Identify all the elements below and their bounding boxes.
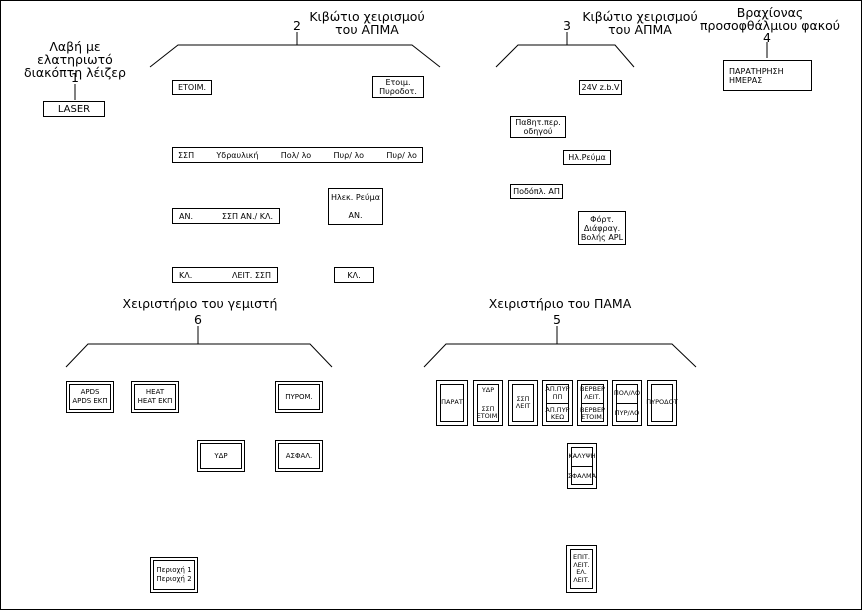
pyrodot-button[interactable]: ΠΥΡΟΔΟΤ	[646, 380, 678, 426]
ssp-row-label-3[interactable]: Πολ/ λο	[280, 150, 312, 160]
bracket-5	[423, 343, 697, 368]
epit-label-2: ΛΕΙΤ.	[573, 560, 590, 569]
ap-top-label-2: ΠΠ	[552, 392, 563, 401]
paratirisi-imeras-button[interactable]: ΠΑΡΑΤΗΡΗΣΗ ΗΜΕΡΑΣ	[723, 60, 812, 91]
heat-button[interactable]: HEAT HEAT ΕΚΠ	[131, 381, 179, 413]
berber-top-label-1: ΒΕΡΒΕΡ	[580, 385, 605, 393]
etoim-pyrodot-label-1: Ετοιμ.	[385, 78, 411, 87]
pyrom-button[interactable]: ΠΥΡΟΜ.	[275, 381, 323, 413]
parat-label: ΠΑΡΑΤ	[441, 398, 463, 407]
pasth-label-2: οδηγού	[523, 127, 553, 136]
leit-ssp-label: ΛΕΙΤ. ΣΣΠ	[232, 270, 271, 280]
number-5: 5	[553, 312, 561, 327]
number-2: 2	[293, 18, 301, 33]
heat-label-1: HEAT	[145, 388, 165, 396]
heading-4: Βραχίονας προσοφθάλμιου φακού	[700, 5, 840, 33]
berber-top-label-2: ΛΕΙΤ.	[584, 392, 601, 401]
ssp-row-label-5[interactable]: Πυρ/ λο	[386, 150, 417, 160]
kl-button[interactable]: ΚΛ.	[334, 267, 374, 283]
apds-button[interactable]: APDS APDS ΕΚΠ	[66, 381, 114, 413]
ydr-ssp-button[interactable]: ΥΔΡ ΣΣΠ ΕΤΟΙΜ.	[473, 380, 503, 426]
epit-label-3: ΕΛ.	[576, 568, 587, 576]
an-label: ΑΝ.	[179, 211, 193, 221]
ssp-row-label-2[interactable]: Υδραυλική	[216, 150, 259, 160]
fort-label-1: Φόρτ.	[590, 214, 614, 224]
ydr-button[interactable]: ΥΔΡ	[197, 440, 245, 472]
pyr-label: ΠΥΡ/ΛΟ	[614, 409, 640, 418]
paratirisi-label: ΠΑΡΑΤΗΡΗΣΗ	[729, 66, 784, 76]
number-3: 3	[563, 18, 571, 33]
ap-pyr-button[interactable]: ΑΠ.ΠΥΡ ΠΠ ΑΠ.ΠΥΡ ΚΕΩ	[542, 380, 573, 426]
apds-label-1: APDS	[80, 388, 100, 396]
pasth-label-1: Πα8ητ.περ.	[515, 118, 561, 127]
berber-button[interactable]: ΒΕΡΒΕΡ ΛΕΙΤ. ΒΕΡΒΕΡ ΕΤΟΙΜ.	[577, 380, 608, 426]
heading-1: Λαβή με ελατηριωτό διακόπτη λέιζερ	[24, 39, 126, 80]
number-1: 1	[71, 70, 79, 85]
fort-diafrag-button[interactable]: Φόρτ. Διάφραγ. Βολής APL	[578, 211, 626, 245]
ap-bot-label-2: ΚΕΩ	[550, 413, 565, 421]
heat-label-2: HEAT ΕΚΠ	[137, 397, 173, 405]
etoim-button[interactable]: ΕΤΟΙΜ.	[172, 80, 212, 95]
ssp-row-label-4[interactable]: Πυρ/ λο	[333, 150, 365, 160]
berber-bot-label-1: ΒΕΡΒΕΡ	[580, 405, 605, 414]
number-4: 4	[763, 30, 771, 45]
imeras-label: ΗΜΕΡΑΣ	[729, 75, 763, 85]
ap-top-label-1: ΑΠ.ΠΥΡ	[545, 385, 570, 393]
poly-label: ΠΟΛ/ΛΟ	[613, 388, 641, 397]
heading-5: Χειριστήριο του ΠΑΜΑ	[488, 296, 632, 311]
ssp-leit-button[interactable]: ΣΣΠ ΛΕΙΤ	[508, 380, 538, 426]
heading-2: Κιβώτιο χειρισμού του ΑΠΜΑ	[309, 9, 425, 37]
berber-bot-label-2: ΕΤΟΙΜ.	[581, 413, 604, 421]
etoim-pyrodot-label-2: Πυροδοτ.	[379, 87, 417, 96]
v24-button[interactable]: 24V z.b.V	[579, 80, 622, 95]
ydr-bot-label-1: ΣΣΠ	[481, 404, 495, 413]
ap-bot-label-1: ΑΠ.ΠΥΡ	[545, 405, 570, 414]
pasth-button[interactable]: Πα8ητ.περ. οδηγού	[510, 116, 566, 138]
ydr-bot-label-2: ΕΤΟΙΜ.	[476, 412, 500, 420]
poly-pyr-button[interactable]: ΠΟΛ/ΛΟ ΠΥΡ/ΛΟ	[612, 380, 642, 426]
perioxi-label-1: Περιοχή 1	[156, 566, 192, 574]
kalypsi-label: ΚΑΛΥΨΗ	[568, 451, 596, 460]
pyrodot-label: ΠΥΡΟΔΟΤ	[646, 398, 678, 407]
ssp-an-kl-label: ΣΣΠ ΑΝ./ ΚΛ.	[221, 211, 273, 221]
bracket-6	[65, 343, 333, 368]
apds-label-2: APDS ΕΚΠ	[72, 397, 108, 405]
heading-3: Κιβώτιο χειρισμού του ΑΠΜΑ	[582, 9, 698, 37]
perioxi-button[interactable]: Περιοχή 1 Περιοχή 2	[150, 557, 198, 593]
sfalma-label: ΣΦΑΛΜΑ	[567, 472, 597, 481]
ilek-reuma-label: Ηλεκ. Ρεύμα	[330, 193, 380, 203]
ssp-row-label-1[interactable]: ΣΣΠ	[178, 150, 195, 160]
fort-label-2: Διάφραγ.	[583, 223, 621, 233]
ssp-row-panel: ΣΣΠ Υδραυλική Πολ/ λο Πυρ/ λο Πυρ/ λο	[172, 147, 423, 163]
ssp-leit-label-2: ΛΕΙΤ	[515, 402, 531, 410]
asfal-button[interactable]: ΑΣΦΑΛ.	[275, 440, 323, 472]
an-ssp-panel[interactable]: ΑΝ. ΣΣΠ ΑΝ./ ΚΛ.	[172, 208, 280, 224]
perioxi-label-2: Περιοχή 2	[156, 575, 192, 583]
number-6: 6	[194, 312, 202, 327]
etoim-pyrodot-button[interactable]: Ετοιμ. Πυροδοτ.	[372, 76, 424, 98]
bracket-2	[149, 44, 441, 68]
ilek-an-label: ΑΝ.	[348, 210, 363, 220]
laser-button[interactable]: LASER	[43, 101, 105, 117]
podopl-button[interactable]: Ποδόπλ. ΑΠ	[510, 184, 563, 199]
il-reuma-button[interactable]: Ηλ.Ρεύμα	[563, 150, 611, 165]
kl-label: ΚΛ.	[179, 270, 193, 280]
epit-button[interactable]: ΕΠΙΤ. ΛΕΙΤ. ΕΛ. ΛΕΙΤ.	[566, 545, 597, 593]
ydr-top-label: ΥΔΡ	[481, 386, 495, 395]
heading-6: Χειριστήριο του γεμιστή	[122, 296, 278, 311]
kl-leit-panel[interactable]: ΚΛ. ΛΕΙΤ. ΣΣΠ	[172, 267, 278, 283]
ssp-leit-label-1: ΣΣΠ	[516, 394, 530, 403]
epit-label-4: ΛΕΙΤ.	[573, 575, 590, 584]
bracket-3	[495, 44, 635, 68]
epit-label-1: ΕΠΙΤ.	[573, 553, 590, 561]
fort-label-3: Βολής APL	[580, 232, 624, 242]
kalypsi-button[interactable]: ΚΑΛΥΨΗ ΣΦΑΛΜΑ	[567, 443, 597, 489]
parat-button[interactable]: ΠΑΡΑΤ	[436, 380, 468, 426]
ilek-reuma-panel[interactable]: Ηλεκ. Ρεύμα ΑΝ.	[328, 188, 383, 225]
